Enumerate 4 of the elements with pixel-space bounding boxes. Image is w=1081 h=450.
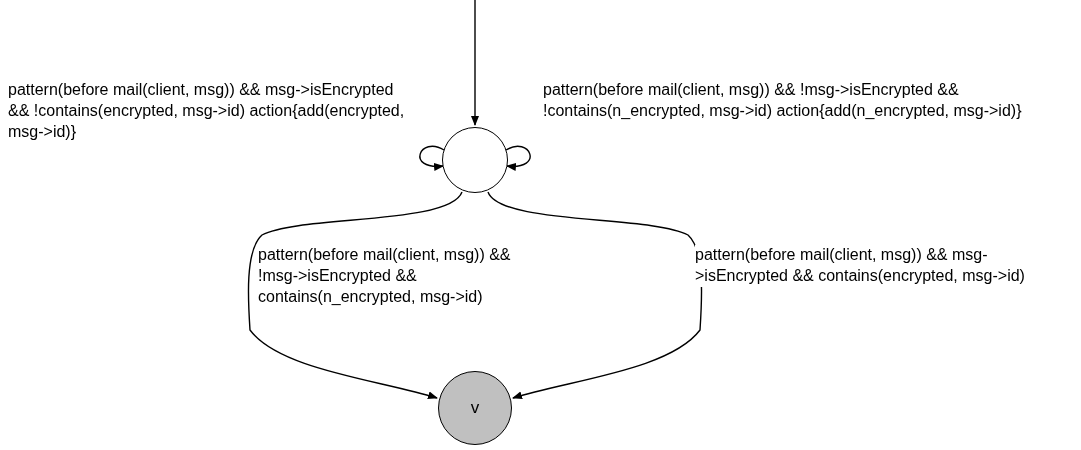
arrow — [471, 0, 479, 126]
arrow — [247, 191, 463, 400]
arrow — [487, 191, 703, 400]
state-label: v — [470, 397, 480, 420]
